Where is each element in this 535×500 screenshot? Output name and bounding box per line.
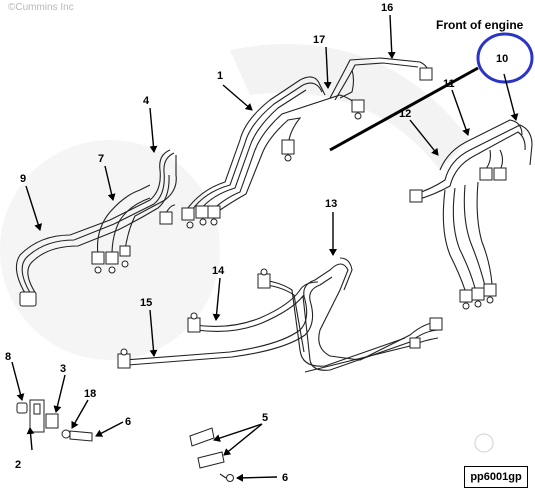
callout-18: 18 [84, 388, 96, 400]
part-code-box: pp6001gp [464, 466, 528, 488]
callout-6b: 6 [282, 472, 288, 484]
callout-7: 7 [98, 153, 104, 165]
callout-12: 12 [399, 108, 411, 120]
callout-10: 10 [496, 53, 508, 65]
front-engine-pointer [329, 66, 479, 152]
copyright-text: ©Cummins Inc [8, 2, 74, 13]
callout-5: 5 [262, 412, 268, 424]
callout-16: 16 [381, 2, 393, 14]
front-of-engine-label: Front of engine [436, 18, 524, 32]
highlight-circle [476, 32, 534, 84]
fuel-line-group-bottom [117, 257, 443, 373]
callout-3: 3 [60, 363, 66, 375]
fuel-line-group-top [181, 57, 433, 229]
watermark [0, 44, 494, 453]
callout-6a: 6 [125, 416, 131, 428]
callout-11: 11 [443, 78, 455, 90]
callout-arrows [11, 14, 519, 482]
callout-8: 8 [5, 351, 11, 363]
fuel-line-group-right [409, 119, 533, 310]
callout-13: 13 [325, 198, 337, 210]
callout-1: 1 [217, 70, 223, 82]
callout-labels: 1 2 3 4 5 6 6 7 8 9 10 11 12 13 14 15 16… [5, 2, 508, 484]
callout-4: 4 [143, 95, 150, 107]
fuel-line-group-left [15, 149, 177, 307]
bracket-hardware [16, 399, 234, 482]
callout-2: 2 [15, 459, 21, 471]
callout-14: 14 [212, 265, 225, 277]
callout-17: 17 [313, 34, 325, 46]
callout-9: 9 [20, 173, 26, 185]
callout-15: 15 [140, 297, 152, 309]
